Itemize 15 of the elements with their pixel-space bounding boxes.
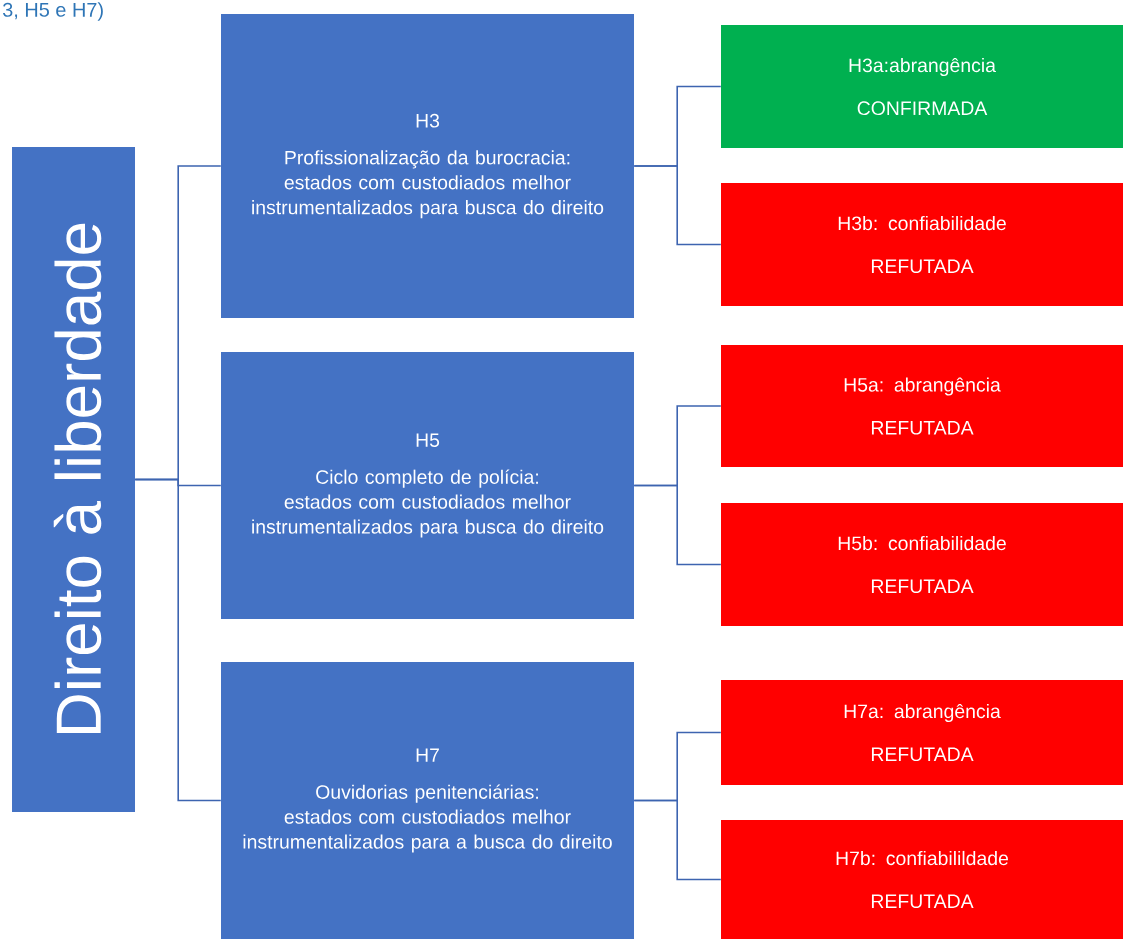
result-box: H3b: confiabilidade REFUTADA <box>721 183 1123 306</box>
result-box: H5b: confiabilidade REFUTADA <box>721 503 1123 626</box>
connector-line <box>633 484 722 566</box>
hypothesis-box: H3 Profissionalização da burocracia: estados com custodiados melhor instrumentalizados para busca do direito <box>221 14 634 318</box>
result-box: H3a:abrangência CONFIRMADA <box>721 25 1123 148</box>
heading-fragment: 3, H5 e H7) <box>2 2 103 21</box>
result-box: H7b: confiabilildade REFUTADA <box>721 820 1123 939</box>
connector-line <box>134 478 222 802</box>
result-box: H5a: abrangência REFUTADA <box>721 345 1123 467</box>
hypothesis-box: H7 Ouvidorias penitenciárias: estados com custodiados melhor instrumentalizados para a busca do direito <box>221 662 634 939</box>
connector-line <box>633 799 722 881</box>
connector-line <box>633 165 722 246</box>
hypothesis-box: H5 Ciclo completo de polícia: estados com custodiados melhor instrumentalizados para busca do direito <box>221 352 634 619</box>
result-box: H7a: abrangência REFUTADA <box>721 680 1123 785</box>
title-bar: Direito à liberdade <box>12 147 135 812</box>
